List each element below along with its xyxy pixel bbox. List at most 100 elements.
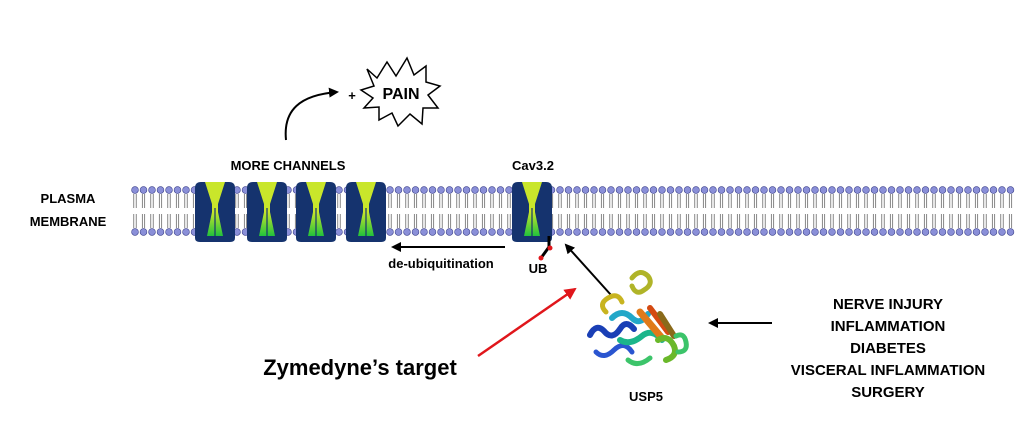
- ub-label: UB: [529, 261, 548, 276]
- lipid-head: [658, 186, 666, 194]
- lipid-tails: [719, 194, 724, 228]
- lipid-tails: [685, 194, 690, 228]
- lipid-head: [420, 228, 428, 236]
- lipid-tails: [821, 194, 826, 228]
- lipid-head: [428, 186, 437, 194]
- lipid-head: [862, 186, 870, 194]
- lipid-head: [794, 186, 802, 194]
- lipid-head: [658, 228, 666, 236]
- lipid-head: [879, 228, 887, 236]
- lipid-tails: [634, 194, 639, 228]
- lipid-head: [683, 186, 692, 194]
- lipid-head: [675, 186, 683, 194]
- lipid-tails: [864, 194, 868, 228]
- lipid-head: [649, 186, 658, 194]
- lipid-tails: [906, 194, 911, 228]
- usp5-label: USP5: [629, 389, 663, 404]
- cause-item: INFLAMMATION: [831, 318, 946, 335]
- lipid-head: [819, 186, 828, 194]
- lipid-tails: [150, 194, 154, 228]
- lipid-head: [573, 186, 581, 194]
- lipid-head: [828, 186, 836, 194]
- lipid-head: [802, 228, 811, 236]
- lipid-tails: [787, 194, 792, 228]
- lipid-head: [394, 228, 403, 236]
- lipid-tails: [396, 194, 401, 228]
- lipid-head: [675, 228, 683, 236]
- lipid-tails: [983, 194, 987, 228]
- lipid-head: [717, 228, 726, 236]
- cause-item: SURGERY: [851, 384, 925, 401]
- lipid-head: [607, 228, 615, 236]
- lipid-head: [896, 186, 904, 194]
- lipid-tails: [184, 194, 188, 228]
- lipid-head: [887, 186, 896, 194]
- lipid-head: [148, 186, 156, 194]
- lipid-head: [743, 186, 751, 194]
- lipid-head: [930, 186, 938, 194]
- lipid-tails: [838, 194, 843, 228]
- lipid-head: [394, 186, 403, 194]
- lipid-head: [981, 228, 989, 236]
- usp5-protein-icon: [587, 270, 689, 366]
- lipid-head: [938, 228, 947, 236]
- lipid-head: [989, 186, 998, 194]
- usp5-to-ub-arrow: [564, 243, 612, 296]
- lipid-head: [785, 228, 794, 236]
- lipid-head: [811, 186, 819, 194]
- calcium-channel-icon: [247, 182, 287, 242]
- lipid-head: [590, 228, 598, 236]
- lipid-tails: [566, 194, 571, 228]
- lipid-head: [904, 186, 913, 194]
- lipid-head: [743, 228, 751, 236]
- lipid-tails: [235, 194, 239, 228]
- lipid-head: [972, 186, 981, 194]
- lipid-head: [717, 186, 726, 194]
- lipid-tails: [430, 194, 435, 228]
- lipid-head: [462, 228, 471, 236]
- lipid-tails: [694, 194, 698, 228]
- lipid-head: [479, 186, 488, 194]
- lipid-head: [853, 186, 862, 194]
- lipid-tails: [660, 194, 664, 228]
- deubiquitination-label: de-ubiquitination: [388, 256, 493, 271]
- lipid-tails: [558, 194, 562, 228]
- lipid-tails: [439, 194, 443, 228]
- lipid-head: [938, 186, 947, 194]
- lipid-tails: [949, 194, 953, 228]
- lipid-head: [131, 186, 139, 194]
- lipid-head: [624, 228, 632, 236]
- lipid-head: [335, 228, 343, 236]
- lipid-head: [428, 228, 437, 236]
- lipid-head: [182, 186, 190, 194]
- lipid-tails: [473, 194, 477, 228]
- lipid-tails: [643, 194, 647, 228]
- lipid-tails: [158, 194, 163, 228]
- channel-group: [195, 182, 552, 242]
- lipid-head: [726, 228, 734, 236]
- lipid-head: [879, 186, 887, 194]
- lipid-head: [335, 186, 343, 194]
- lipid-head: [165, 186, 173, 194]
- lipid-head: [734, 228, 743, 236]
- lipid-head: [768, 186, 777, 194]
- lipid-head: [819, 228, 828, 236]
- lipid-head: [921, 228, 930, 236]
- lipid-head: [1006, 186, 1015, 194]
- lipid-head: [666, 228, 675, 236]
- lipid-tails: [974, 194, 979, 228]
- pain-burst-icon: [359, 56, 442, 128]
- lipid-tails: [940, 194, 945, 228]
- lipid-tails: [966, 194, 970, 228]
- lipid-head: [139, 186, 148, 194]
- lipid-tails: [796, 194, 800, 228]
- lipid-head: [760, 186, 768, 194]
- lipid-tails: [600, 194, 605, 228]
- calcium-channel-icon: [195, 182, 235, 242]
- lipid-head: [930, 228, 938, 236]
- ubiquitin-tag-icon: [538, 236, 553, 261]
- lipid-head: [913, 228, 921, 236]
- lipid-head: [615, 228, 624, 236]
- lipid-head: [156, 186, 165, 194]
- lipid-tails: [923, 194, 928, 228]
